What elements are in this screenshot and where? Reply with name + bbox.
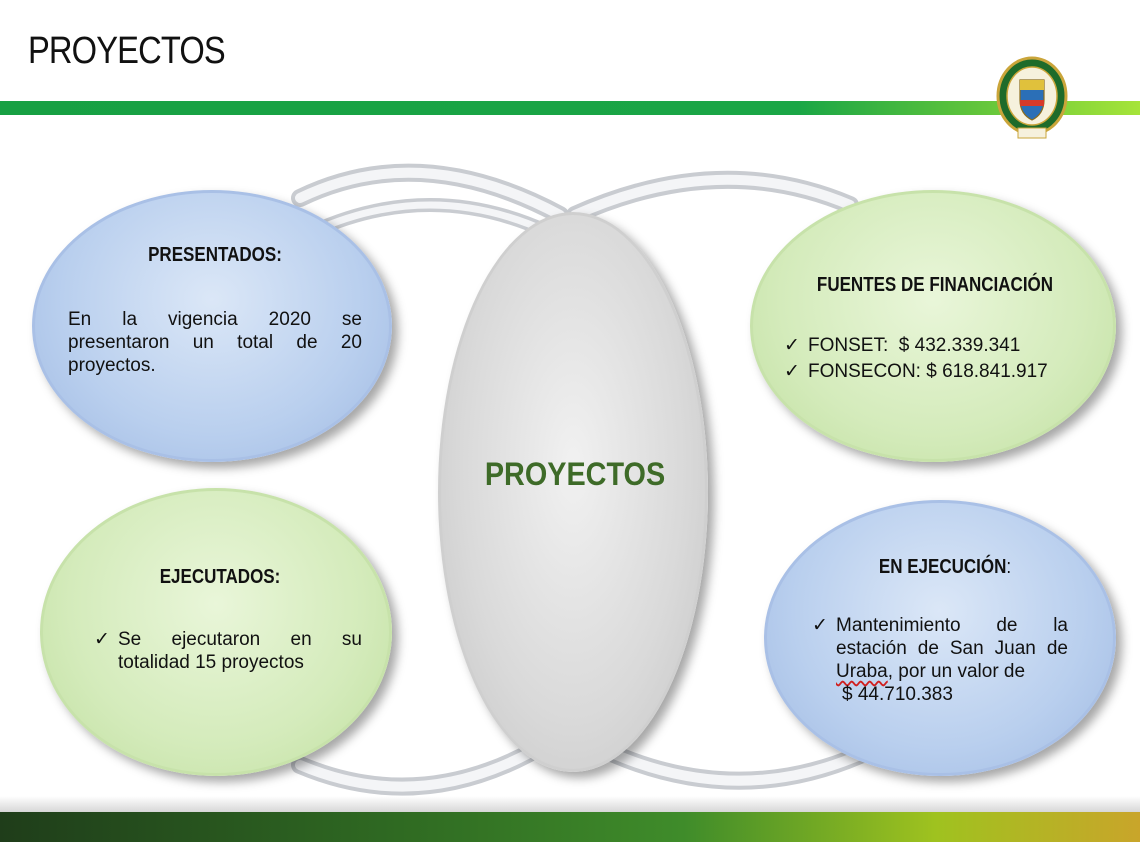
ejecutados-ellipse [40, 488, 392, 776]
presentados-heading: PRESENTADOS: [148, 244, 282, 266]
en-ejecucion-ellipse [764, 500, 1116, 776]
bottom-shadow [0, 796, 1140, 814]
presentados-ellipse [32, 190, 392, 462]
en-ejecucion-uraba: Uraba [836, 661, 888, 682]
check-icon: ✓ [784, 335, 800, 356]
en-ejecucion-heading-colon: : [1006, 556, 1012, 578]
en-ejecucion-value: $ 44.710.383 [842, 684, 953, 705]
en-ejecucion-item: ✓ Mantenimiento de la estación de San Ju… [812, 614, 1072, 706]
title-bar [0, 101, 1140, 115]
bottom-bar [0, 812, 1140, 842]
presentados-body: En la vigencia 2020 se presentaron un to… [68, 309, 362, 376]
en-ejecucion-item-text: Mantenimiento de la estación de San Juan… [836, 614, 1068, 706]
en-ejecucion-text-part1: Mantenimiento de la estación de San Juan… [836, 615, 1068, 659]
fuentes-item-1: ✓ FONSET: $ 432.339.341 [784, 334, 1084, 357]
slide-title: PROYECTOS [28, 30, 226, 72]
en-ejecucion-heading: EN EJECUCIÓN: [822, 556, 1069, 579]
fuentes-item-2: ✓ FONSECON: $ 618.841.917 [784, 360, 1084, 383]
fuentes-heading: FUENTES DE FINANCIACIÓN [816, 274, 1054, 296]
check-icon: ✓ [812, 615, 828, 636]
fuentes-item-text: FONSECON: $ 618.841.917 [808, 361, 1048, 382]
center-label: PROYECTOS [484, 456, 666, 492]
fuentes-ellipse [750, 190, 1116, 462]
police-emblem-icon [996, 56, 1068, 139]
ejecutados-item-text: Se ejecutaron en su totalidad 15 proyect… [118, 629, 362, 673]
fuentes-item-text: FONSET: $ 432.339.341 [808, 335, 1021, 356]
center-ellipse [438, 212, 708, 772]
ejecutados-item: ✓ Se ejecutaron en su totalidad 15 proye… [94, 628, 362, 674]
check-icon: ✓ [784, 361, 800, 382]
en-ejecucion-heading-text: EN EJECUCIÓN [878, 556, 1007, 578]
ejecutados-heading: EJECUTADOS: [159, 566, 281, 588]
en-ejecucion-text-part2: , por un valor de [887, 661, 1026, 682]
check-icon: ✓ [94, 629, 110, 650]
